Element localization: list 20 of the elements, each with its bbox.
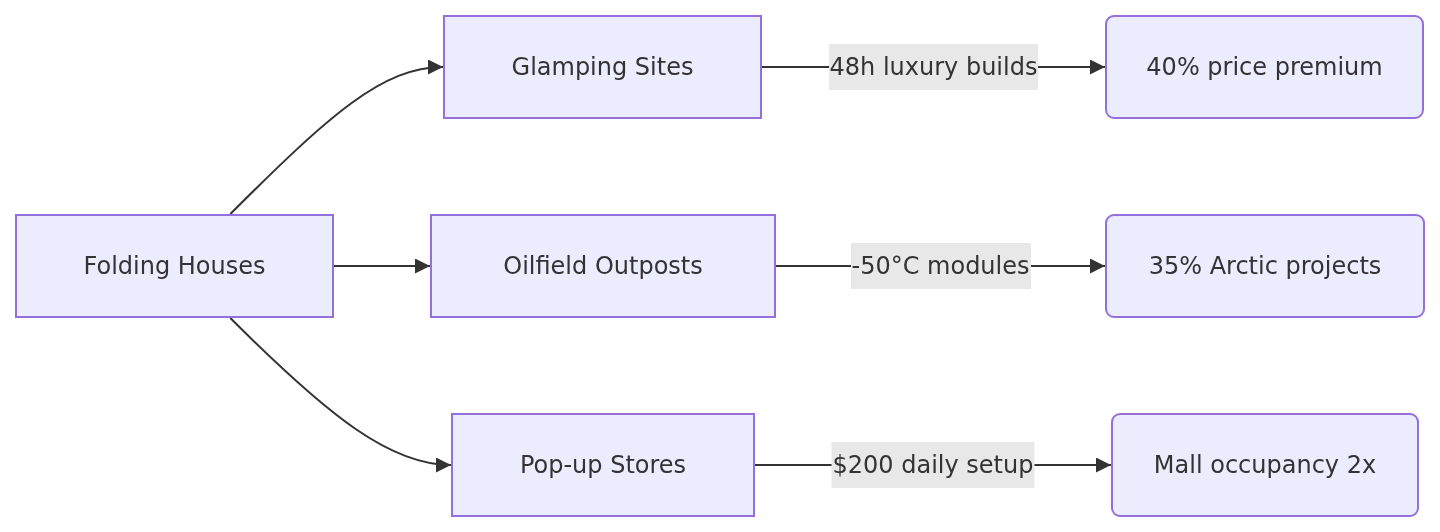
- process-box: [430, 214, 776, 318]
- arrow: [229, 317, 452, 472]
- edge-label: 48h luxury builds: [828, 44, 1039, 90]
- process-box: [15, 214, 334, 318]
- result-box: [1105, 15, 1424, 119]
- process-box: [443, 15, 762, 119]
- process-box: [451, 413, 755, 517]
- node-text: 40% price premium: [1146, 52, 1383, 82]
- edge-label: $200 daily setup: [831, 442, 1035, 488]
- result-box: [1105, 214, 1425, 318]
- arrow: [229, 60, 444, 215]
- node-text: Mall occupancy 2x: [1153, 450, 1377, 480]
- node-text: Pop-up Stores: [519, 450, 687, 480]
- edge-label: -50°C modules: [850, 243, 1031, 289]
- node-text: Folding Houses: [83, 251, 266, 281]
- arrow: [333, 258, 431, 274]
- node-text: Glamping Sites: [511, 52, 694, 82]
- node-text: Oilfield Outposts: [503, 251, 703, 281]
- node-text: 35% Arctic projects: [1148, 251, 1382, 281]
- result-box: [1111, 413, 1419, 517]
